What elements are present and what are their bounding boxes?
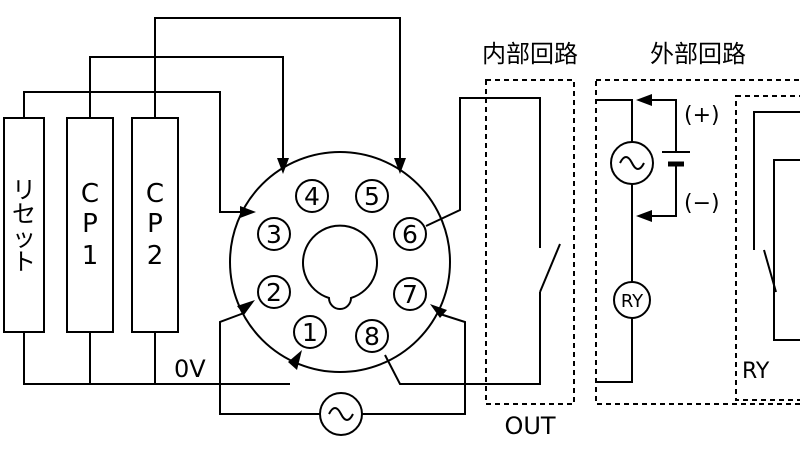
arrow-pin4 <box>277 158 289 174</box>
ry-coil-circle <box>613 281 651 319</box>
arrow-pin3 <box>240 206 256 218</box>
wire-supply-left-to-pin2 <box>219 312 320 415</box>
pin-6: 6 <box>393 217 427 251</box>
pin-5-label: 5 <box>364 182 380 211</box>
reset-label-2: セ <box>12 200 36 228</box>
wire-pin8-to-output <box>384 292 541 385</box>
relay-socket: 1 2 3 4 5 6 7 8 <box>229 151 451 373</box>
pin-8-label: 8 <box>364 322 380 351</box>
pin-8: 8 <box>355 319 389 353</box>
pin-2: 2 <box>257 275 291 309</box>
ry-contact-label: RY <box>742 359 770 384</box>
wire-cp1-to-pin4 <box>89 56 284 158</box>
pin-4-label: 4 <box>304 182 320 211</box>
external-ac-wave-icon <box>619 156 645 170</box>
internal-circuit-label: 内部回路 <box>482 40 578 68</box>
wire-external-bottom <box>596 318 633 383</box>
pin-2-label: 2 <box>266 278 282 307</box>
reset-block: リ セ ッ ト <box>3 117 45 333</box>
ac-power-supply <box>219 312 466 436</box>
wire-external-top <box>596 99 633 142</box>
wire-pin6-to-output <box>425 97 541 248</box>
cp2-block: C P 2 <box>131 117 179 333</box>
pin-7: 7 <box>393 277 427 311</box>
socket-center-key <box>302 224 378 310</box>
pin-3: 3 <box>257 217 291 251</box>
ry-contact-switch <box>763 249 777 293</box>
wire-external-minus <box>652 164 677 217</box>
arrow-pin2 <box>237 300 255 315</box>
wire-cp2-to-pin5 <box>154 17 401 158</box>
pin-3-label: 3 <box>266 220 282 249</box>
minus-label: (−) <box>684 191 720 216</box>
cp2-label-2: 2 <box>147 241 164 271</box>
wire-common-to-pin1 <box>23 332 290 385</box>
wire-external-plus <box>652 99 677 152</box>
internal-circuit-panel: 内部回路 OUT <box>482 40 578 440</box>
wire-supply-right-to-pin7 <box>362 313 466 415</box>
cp1-label-c: C <box>81 179 99 209</box>
cp1-label-p: P <box>82 209 98 239</box>
internal-circuit-border <box>485 79 575 405</box>
ry-contact-wire-right <box>773 159 800 341</box>
pin-4: 4 <box>295 179 329 213</box>
pin-1: 1 <box>293 315 327 349</box>
cp2-label-p: P <box>147 209 163 239</box>
pin-1-label: 1 <box>302 318 318 347</box>
arrow-pin1 <box>288 350 302 370</box>
pin-7-label: 7 <box>402 280 418 309</box>
reset-label-3: ッ <box>12 224 36 252</box>
cp1-label-1: 1 <box>82 241 99 271</box>
ry-contact-border <box>735 95 800 401</box>
arrow-external-top <box>636 94 652 106</box>
cp1-block: C P 1 <box>66 117 114 333</box>
ry-contact-wire-left <box>753 111 800 250</box>
zero-v-label: 0V <box>174 355 206 383</box>
reset-label-4: ト <box>12 248 36 276</box>
cp2-label-c: C <box>146 179 164 209</box>
out-label: OUT <box>504 412 555 440</box>
wire-reset-to-pin3 <box>23 91 240 213</box>
pin-6-label: 6 <box>402 220 418 249</box>
plus-label: (+) <box>684 103 720 128</box>
ry-coil-label: RY <box>621 291 644 312</box>
external-circuit-panel: 外部回路 (+) (−) RY RY <box>595 40 800 405</box>
external-circuit-label: 外部回路 <box>650 40 746 68</box>
wire-arrows <box>237 158 447 370</box>
pin-5: 5 <box>355 179 389 213</box>
output-contact-switch <box>539 243 561 293</box>
ac-source-wave-icon <box>328 407 354 421</box>
input-wires <box>23 17 401 385</box>
arrow-pin5 <box>394 158 406 174</box>
reset-label-1: リ <box>12 176 36 204</box>
arrow-external-bottom <box>636 210 652 222</box>
external-circuit-border <box>595 79 800 405</box>
